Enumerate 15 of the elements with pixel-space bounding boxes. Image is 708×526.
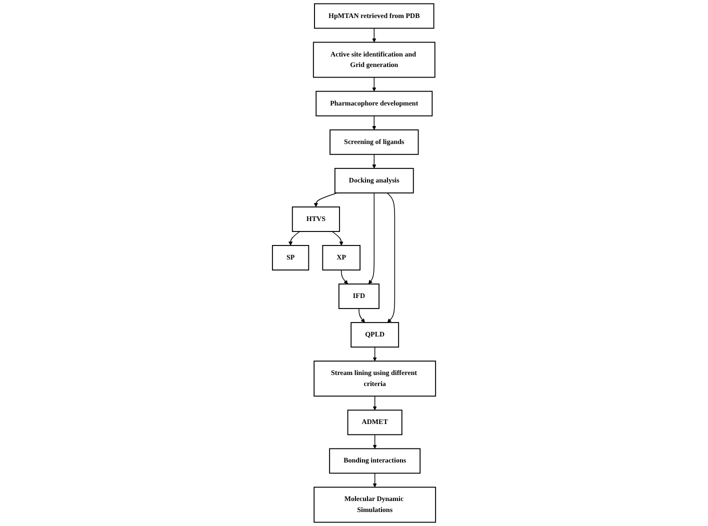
arrow: [372, 434, 377, 449]
arrow: [372, 115, 376, 130]
arrow: [372, 154, 376, 169]
arrow: [314, 192, 338, 208]
arrow: [386, 192, 396, 323]
arrow: [288, 231, 300, 246]
arrow: [358, 308, 365, 323]
arrow: [372, 28, 376, 42]
arrow: [372, 472, 377, 488]
arrow: [368, 192, 375, 284]
arrow: [372, 76, 376, 92]
arrow: [372, 396, 377, 410]
arrow: [340, 270, 348, 284]
arrow: [332, 231, 344, 246]
arrow: [372, 346, 377, 362]
